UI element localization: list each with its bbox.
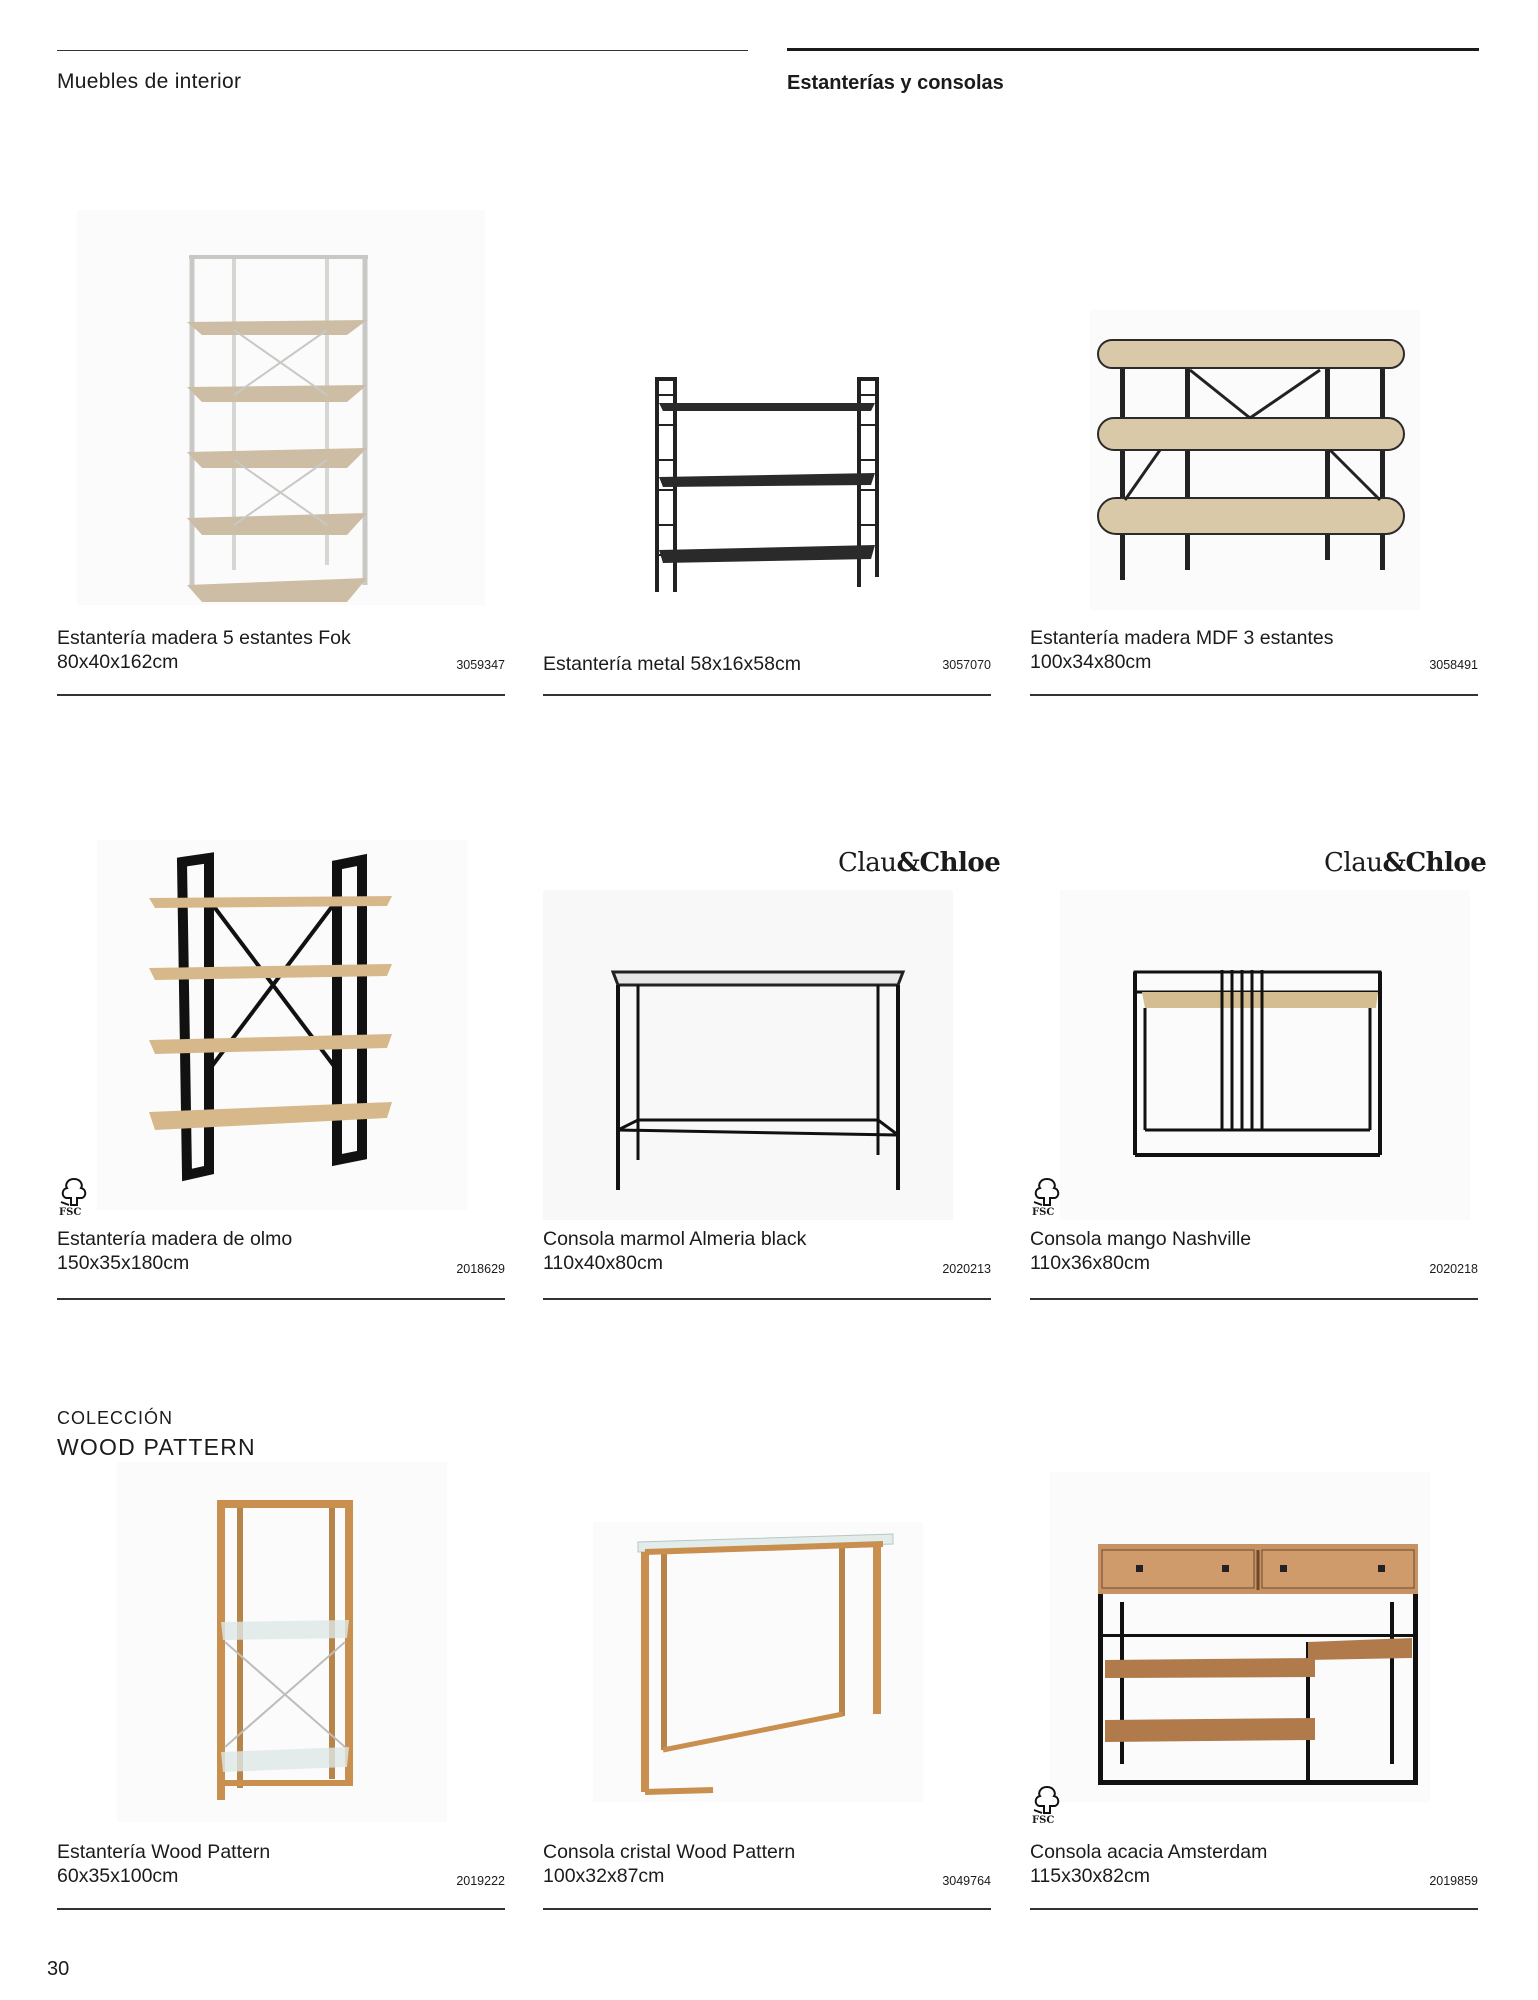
product-dimensions: 100x34x80cm bbox=[1030, 651, 1152, 673]
product-card[interactable]: Consola acacia Amsterdam 115x30x82cm 201… bbox=[1030, 1462, 1478, 1912]
category-title: Estanterías y consolas bbox=[787, 72, 1004, 94]
product-image-shelf-fok bbox=[77, 210, 485, 605]
product-image-consola-amsterdam bbox=[1050, 1472, 1430, 1802]
fsc-label: FSC bbox=[1032, 1815, 1055, 1826]
product-image-consola-nashville bbox=[1060, 890, 1470, 1220]
brand-logo-part1: Clau bbox=[838, 848, 897, 878]
brand-logo-clau-chloe: Clau&Chloe bbox=[1324, 848, 1487, 878]
product-image-consola-almeria bbox=[543, 890, 953, 1220]
product-name: Estantería Wood Pattern bbox=[57, 1841, 271, 1863]
product-card[interactable]: Estantería madera MDF 3 estantes 100x34x… bbox=[1030, 200, 1478, 698]
product-dimensions: 100x32x87cm bbox=[543, 1865, 665, 1887]
product-name: Consola mango Nashville bbox=[1030, 1228, 1252, 1250]
product-rule bbox=[57, 1908, 505, 1910]
section-title: Muebles de interior bbox=[57, 70, 242, 93]
product-card[interactable]: Estantería metal 58x16x58cm 3057070 bbox=[543, 200, 991, 698]
fsc-label: FSC bbox=[1032, 1207, 1055, 1218]
product-code: 3049764 bbox=[942, 1874, 991, 1888]
product-code: 3059347 bbox=[456, 658, 505, 672]
header-rule-right bbox=[787, 48, 1479, 51]
product-image-shelf-wood-pattern bbox=[117, 1462, 447, 1822]
product-image-consola-wood-pattern bbox=[593, 1522, 923, 1802]
product-card[interactable]: Estantería madera 5 estantes Fok 80x40x1… bbox=[57, 200, 505, 698]
product-name: Estantería madera de olmo bbox=[57, 1228, 293, 1250]
brand-logo-part1: Clau bbox=[1324, 848, 1383, 878]
product-dimensions: 115x30x82cm bbox=[1030, 1865, 1150, 1887]
fsc-label: FSC bbox=[59, 1207, 82, 1218]
product-name: Consola acacia Amsterdam bbox=[1030, 1841, 1268, 1863]
product-card[interactable]: Consola marmol Almeria black 110x40x80cm… bbox=[543, 830, 991, 1305]
brand-logo-part2: &Chloe bbox=[896, 848, 1001, 878]
product-rule bbox=[1030, 1908, 1478, 1910]
product-name: Estantería madera MDF 3 estantes bbox=[1030, 627, 1334, 649]
product-name: Estantería madera 5 estantes Fok bbox=[57, 627, 351, 649]
product-image-shelf-olmo bbox=[97, 840, 467, 1210]
product-rule bbox=[57, 694, 505, 696]
fsc-logo-icon: FSC bbox=[57, 1175, 91, 1219]
product-code: 2020218 bbox=[1429, 1262, 1478, 1276]
product-code: 3058491 bbox=[1429, 658, 1478, 672]
product-rule bbox=[543, 1908, 991, 1910]
product-rule bbox=[543, 694, 991, 696]
product-image-shelf-mdf bbox=[1090, 310, 1420, 610]
product-card[interactable]: Consola cristal Wood Pattern 100x32x87cm… bbox=[543, 1462, 991, 1912]
product-name: Consola cristal Wood Pattern bbox=[543, 1841, 796, 1863]
header-rule-left bbox=[57, 50, 748, 51]
product-rule bbox=[57, 1298, 505, 1300]
collection-label: COLECCIÓN bbox=[57, 1408, 174, 1428]
product-image-shelf-metal bbox=[603, 365, 923, 605]
product-name: Consola marmol Almeria black bbox=[543, 1228, 807, 1250]
fsc-logo-icon: FSC bbox=[1030, 1783, 1064, 1827]
product-card[interactable]: Estantería madera de olmo 150x35x180cm 2… bbox=[57, 830, 505, 1305]
product-code: 2018629 bbox=[456, 1262, 505, 1276]
brand-logo-part2: &Chloe bbox=[1382, 848, 1487, 878]
page-number: 30 bbox=[47, 1958, 70, 1980]
product-code: 2020213 bbox=[942, 1262, 991, 1276]
collection-title: WOOD PATTERN bbox=[57, 1434, 256, 1460]
product-dimensions: 150x35x180cm bbox=[57, 1252, 190, 1274]
product-card[interactable]: Consola mango Nashville 110x36x80cm 2020… bbox=[1030, 830, 1478, 1305]
product-code: 2019859 bbox=[1429, 1874, 1478, 1888]
product-dimensions: 80x40x162cm bbox=[57, 651, 179, 673]
product-dimensions: 110x40x80cm bbox=[543, 1252, 663, 1274]
product-name: Estantería metal 58x16x58cm bbox=[543, 653, 801, 675]
brand-logo-clau-chloe: Clau&Chloe bbox=[838, 848, 1001, 878]
product-dimensions: 110x36x80cm bbox=[1030, 1252, 1150, 1274]
product-rule bbox=[543, 1298, 991, 1300]
product-rule bbox=[1030, 694, 1478, 696]
fsc-logo-icon: FSC bbox=[1030, 1175, 1064, 1219]
product-code: 2019222 bbox=[456, 1874, 505, 1888]
product-rule bbox=[1030, 1298, 1478, 1300]
product-card[interactable]: Estantería Wood Pattern 60x35x100cm 2019… bbox=[57, 1462, 505, 1912]
product-dimensions: 60x35x100cm bbox=[57, 1865, 179, 1887]
product-code: 3057070 bbox=[942, 658, 991, 672]
